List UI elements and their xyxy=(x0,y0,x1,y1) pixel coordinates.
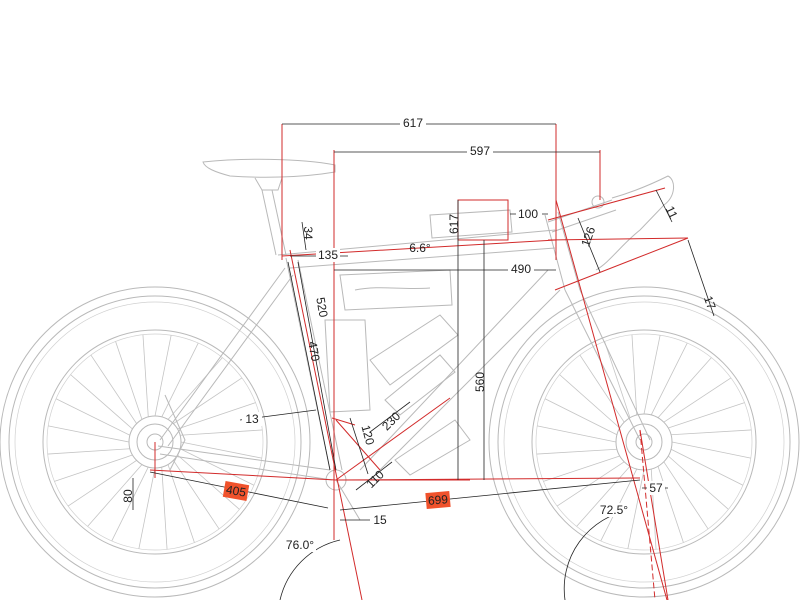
label-617-stack: 617 xyxy=(447,214,461,234)
spoke xyxy=(657,357,712,419)
label-126: 126 xyxy=(578,225,598,249)
spoke xyxy=(631,334,638,415)
spoke xyxy=(544,398,618,436)
spoke xyxy=(177,402,256,430)
spoke xyxy=(180,441,262,459)
label-13: 13 xyxy=(245,412,259,426)
spoke xyxy=(177,454,240,510)
label-57: 57 xyxy=(649,481,663,495)
label-617-top: 617 xyxy=(403,116,423,130)
label-490: 490 xyxy=(511,262,531,276)
label-135: 135 xyxy=(318,248,338,262)
spoke xyxy=(48,425,130,443)
spoke xyxy=(556,461,625,507)
spoke xyxy=(643,335,661,415)
label-17: 17 xyxy=(701,294,719,312)
spoke xyxy=(657,466,684,543)
spoke xyxy=(67,460,137,507)
spoke xyxy=(663,461,709,530)
spoke xyxy=(55,398,131,436)
spoke xyxy=(173,377,243,424)
label-100: 100 xyxy=(518,207,538,221)
spoke xyxy=(161,342,199,418)
label-11: 11 xyxy=(663,204,681,222)
spoke xyxy=(650,342,688,416)
label-15: 15 xyxy=(373,513,387,527)
spoke xyxy=(668,402,745,429)
spoke xyxy=(54,454,133,482)
spoke xyxy=(576,465,631,527)
spoke xyxy=(90,354,137,424)
label-560: 560 xyxy=(473,372,487,392)
geometry-lines xyxy=(149,124,689,600)
spoke xyxy=(536,448,617,455)
spoke xyxy=(167,464,195,543)
spoke xyxy=(167,357,223,420)
rear-wheel xyxy=(0,286,311,598)
label-520: 520 xyxy=(313,296,330,318)
spoke xyxy=(604,341,631,418)
spoke xyxy=(671,441,751,459)
label-34: 34 xyxy=(301,226,315,240)
label-699: 699 xyxy=(427,492,448,508)
spoke xyxy=(667,455,729,510)
spoke xyxy=(559,374,621,429)
frame-outline xyxy=(136,158,674,521)
label-597: 597 xyxy=(470,144,490,158)
label-80: 80 xyxy=(121,489,135,503)
spoke xyxy=(161,467,168,550)
front-wheel xyxy=(488,286,800,598)
label-6-6-deg: 6.6° xyxy=(409,241,431,255)
dimension-lines xyxy=(132,123,715,600)
spoke xyxy=(70,374,133,430)
spoke xyxy=(47,448,130,455)
label-405: 405 xyxy=(225,482,247,499)
label-230: 230 xyxy=(379,409,403,433)
highlight-405 xyxy=(222,481,250,501)
spoke xyxy=(179,448,255,486)
spoke xyxy=(111,466,149,542)
spoke xyxy=(627,469,645,549)
spoke xyxy=(579,354,625,423)
spoke xyxy=(142,334,149,417)
label-120: 120 xyxy=(359,423,378,446)
spoke xyxy=(173,460,220,530)
spoke xyxy=(543,455,620,482)
spoke xyxy=(138,467,156,549)
spoke xyxy=(87,464,143,527)
highlight-699 xyxy=(425,490,451,510)
spoke xyxy=(663,377,732,423)
spoke xyxy=(671,429,752,436)
label-76-deg: 76.0° xyxy=(286,538,314,552)
spoke xyxy=(115,341,143,420)
spoke xyxy=(670,448,744,486)
label-470: 470 xyxy=(305,340,322,362)
measurement-labels: 617 597 617 100 11 126 17 34 135 6.6° 49… xyxy=(121,116,719,552)
label-72-5-deg: 72.5° xyxy=(600,503,628,517)
spoke xyxy=(537,425,617,443)
spoke xyxy=(180,429,263,436)
spoke xyxy=(154,335,172,417)
